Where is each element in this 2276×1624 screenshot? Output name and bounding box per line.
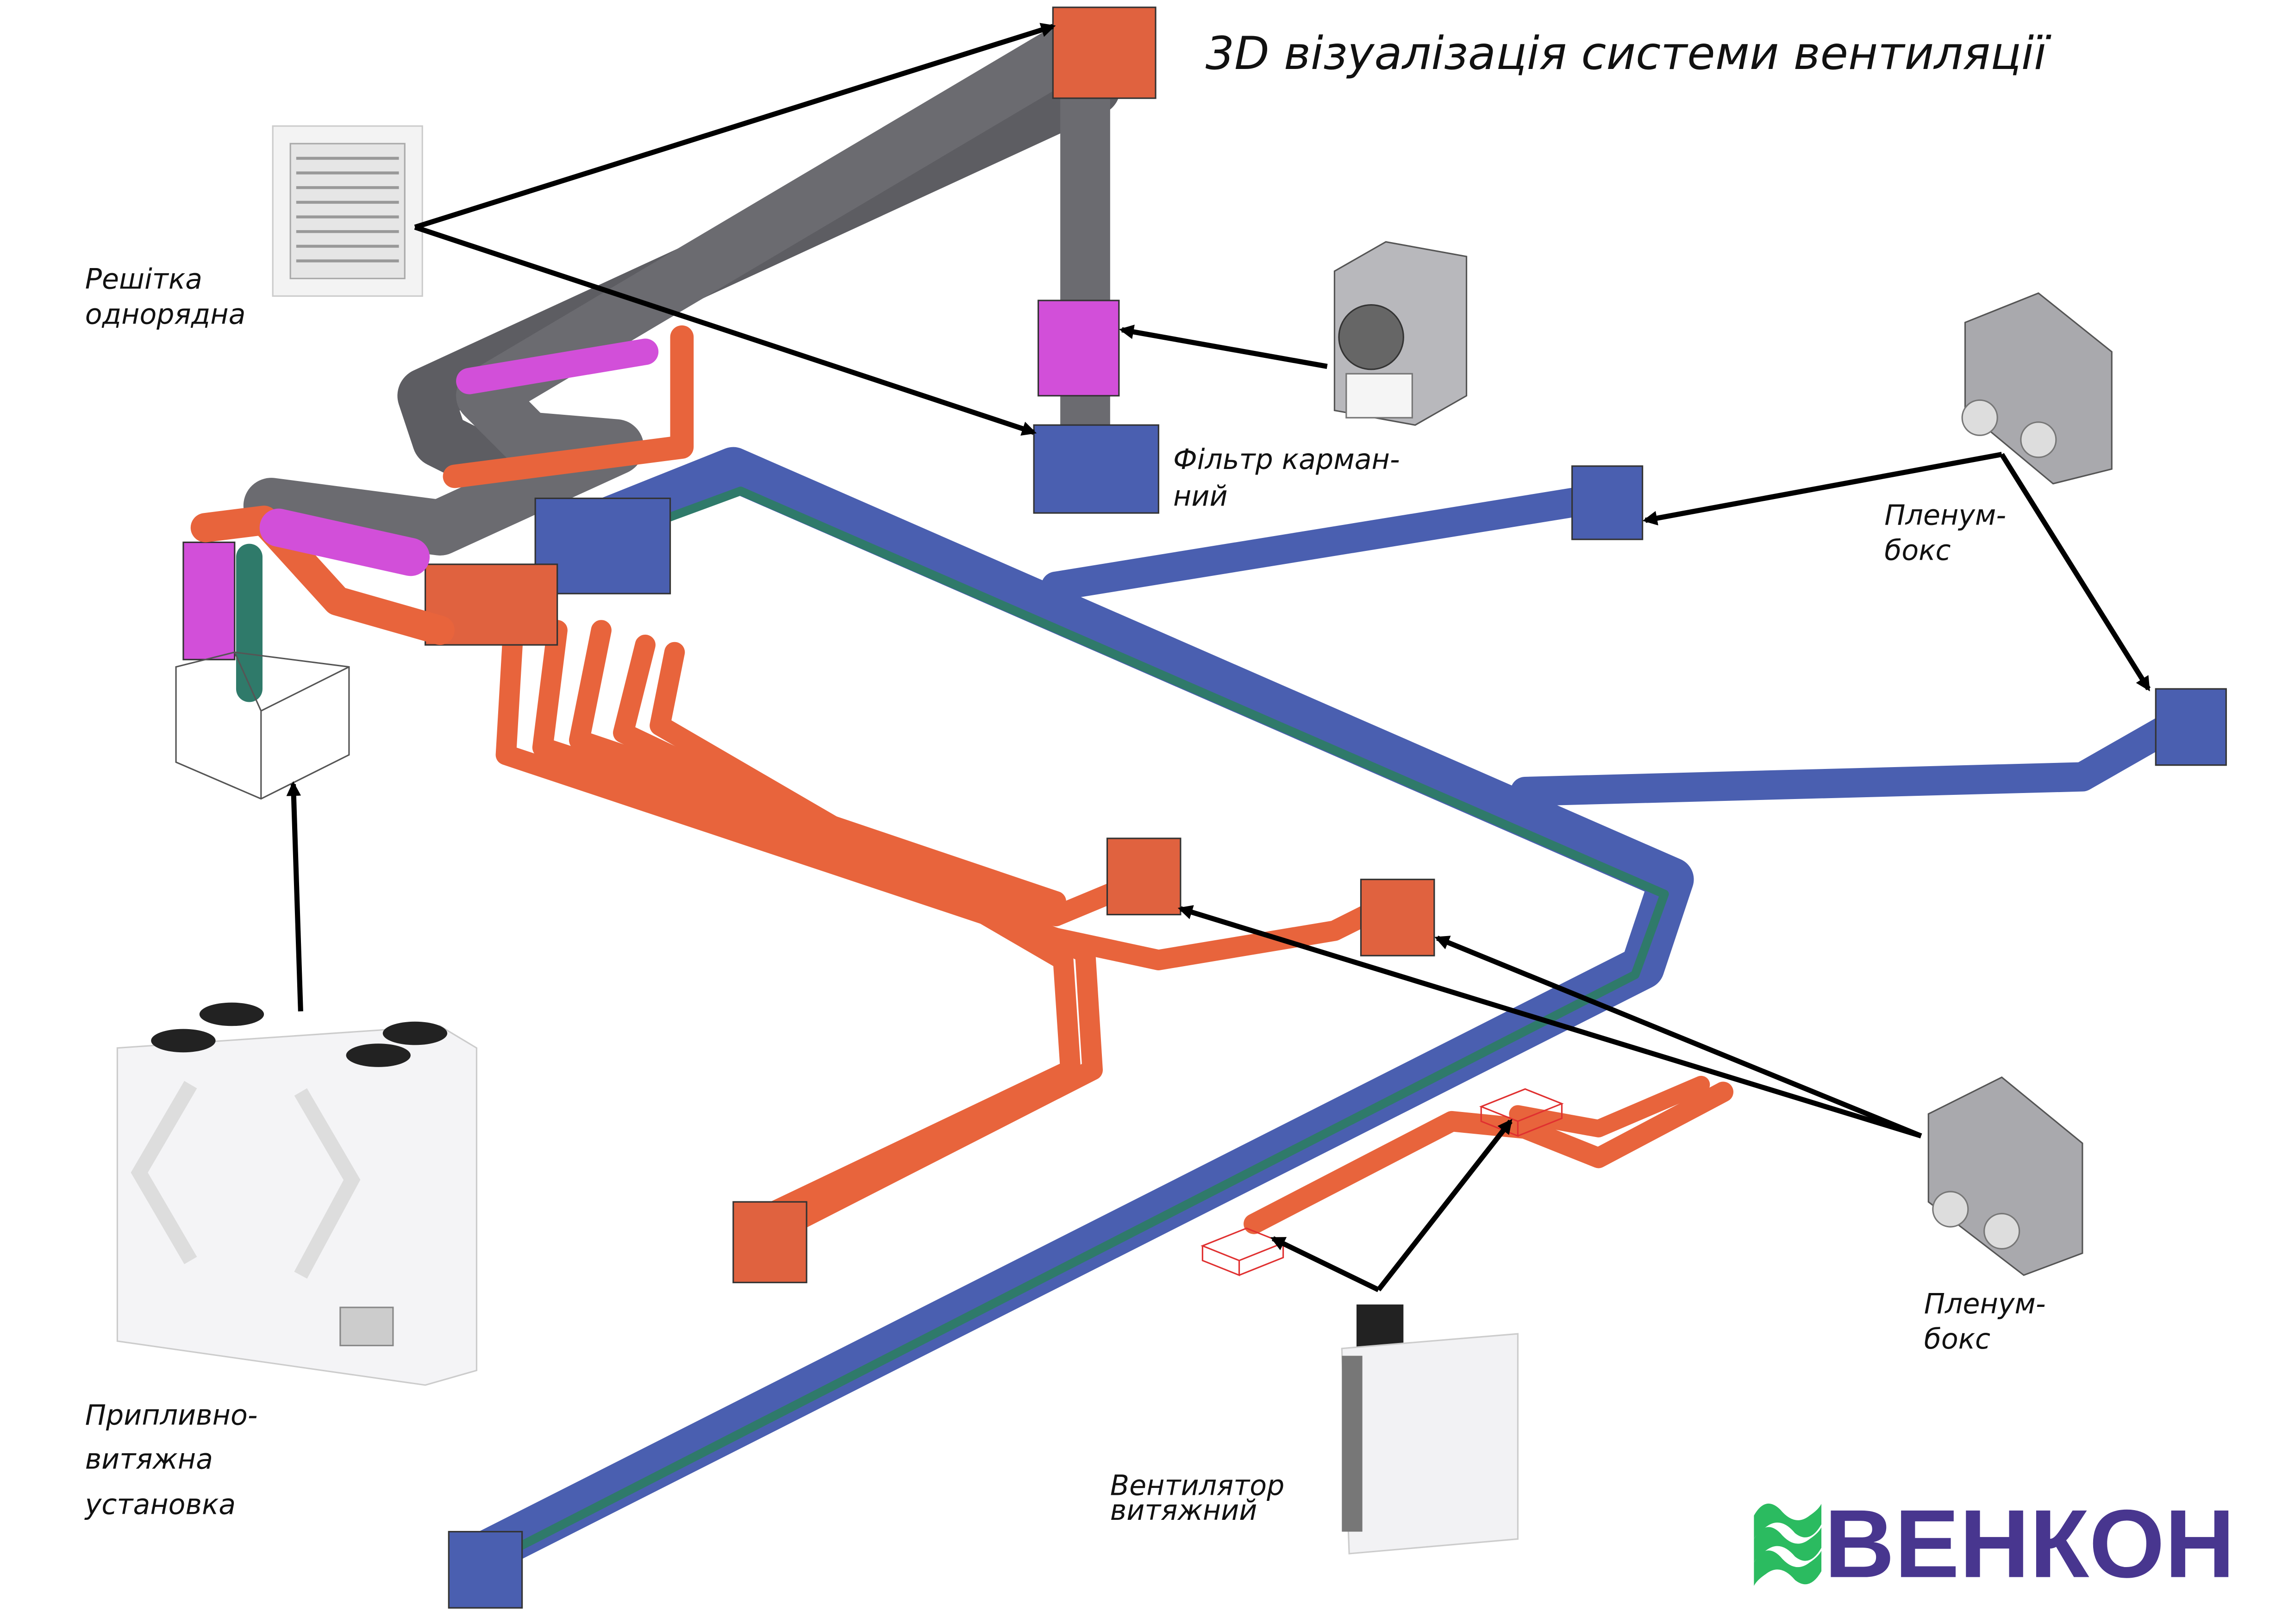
supply-ducts: [495, 620, 1734, 1249]
supply-grille-3: [732, 1201, 807, 1283]
logo-text: ВЕНКОН: [1824, 1490, 2235, 1598]
logo-wave-icon: [1754, 1503, 1822, 1586]
plenum-box-top-1: [1571, 465, 1644, 540]
extract-fan-wireframe-2: [1201, 1227, 1285, 1276]
supply-grille-1: [1106, 837, 1182, 916]
plenum-box-image-bottom: [1927, 1076, 2083, 1276]
diagram-title: 3D візуалізація системи вентиляції: [1206, 27, 2051, 80]
filter-label: Фільтр карман-ний: [1173, 443, 1400, 512]
ahu-unit-image: [116, 1002, 478, 1386]
single-row-grille-image: [272, 125, 423, 297]
pocket-filter-box: [1038, 300, 1120, 397]
plenum-box-image-top: [1961, 292, 2113, 485]
plenum-box-bottom-label: Пленум-бокс: [1924, 1288, 2046, 1355]
pocket-filter-image: [1333, 241, 1468, 426]
plenum-box-bottom-left: [448, 1530, 523, 1609]
exhaust-fan-image: [1341, 1304, 1519, 1555]
outdoor-hood: [1052, 6, 1157, 99]
callout-arrows: [286, 23, 2151, 1293]
supply-grille-2: [1360, 879, 1435, 956]
ahu-connections: [175, 506, 455, 800]
plenum-box-top-label: Пленум-бокс: [1884, 499, 2006, 567]
extract-ducts: [462, 447, 2200, 1576]
plenum-box-top-2: [2155, 688, 2227, 766]
filter-plenum: [1033, 424, 1159, 514]
venkon-logo: ВЕНКОН: [1754, 1490, 2235, 1598]
